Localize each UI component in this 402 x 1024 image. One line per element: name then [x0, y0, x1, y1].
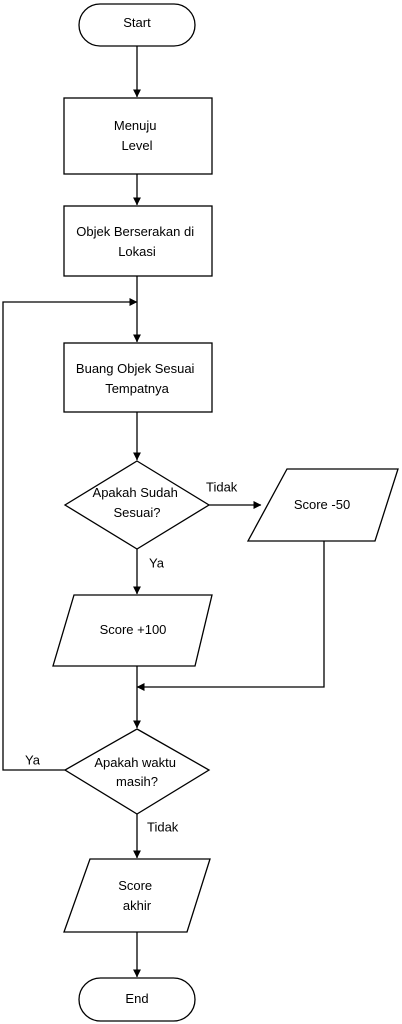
shapes [52, 3, 399, 1022]
edge-label-waktu-tidak: Tidak [147, 819, 179, 834]
process-objek-berserakan [63, 205, 213, 277]
menuju-level-label: Menuju Level [114, 118, 160, 153]
data-score-minus [246, 468, 399, 542]
score-minus-label: Score -50 [294, 497, 350, 512]
apakah-sesuai-label: Apakah Sudah Sesuai? [93, 485, 182, 520]
edge-waktu-yes-loop [2, 298, 138, 771]
edge-labels: Tidak Ya Ya Tidak [25, 479, 238, 834]
process-buang-objek [63, 342, 213, 413]
node-labels: Start Menuju Level Objek Berserakan di L… [76, 15, 350, 1006]
edge-score-minus-merge [136, 541, 325, 691]
edge-label-waktu-ya: Ya [25, 752, 41, 767]
objek-berserakan-label: Objek Berserakan di Lokasi [76, 224, 197, 259]
end-label: End [125, 991, 148, 1006]
score-akhir-label: Score akhir [118, 878, 156, 913]
process-menuju-level [63, 97, 213, 175]
terminator-end [78, 977, 196, 1022]
buang-objek-label: Buang Objek Sesuai Tempatnya [76, 361, 198, 396]
data-score-plus [52, 594, 213, 667]
edge-label-sesuai-tidak: Tidak [206, 479, 238, 494]
decision-apakah-sesuai [63, 460, 211, 550]
start-label: Start [123, 15, 151, 30]
terminator-start [78, 3, 196, 47]
edge-label-sesuai-ya: Ya [149, 555, 165, 570]
connectors [2, 46, 325, 978]
apakah-waktu-label: Apakah waktu masih? [94, 755, 179, 789]
score-plus-label: Score +100 [100, 622, 167, 637]
decision-apakah-waktu [63, 728, 211, 815]
data-score-akhir [63, 858, 211, 933]
